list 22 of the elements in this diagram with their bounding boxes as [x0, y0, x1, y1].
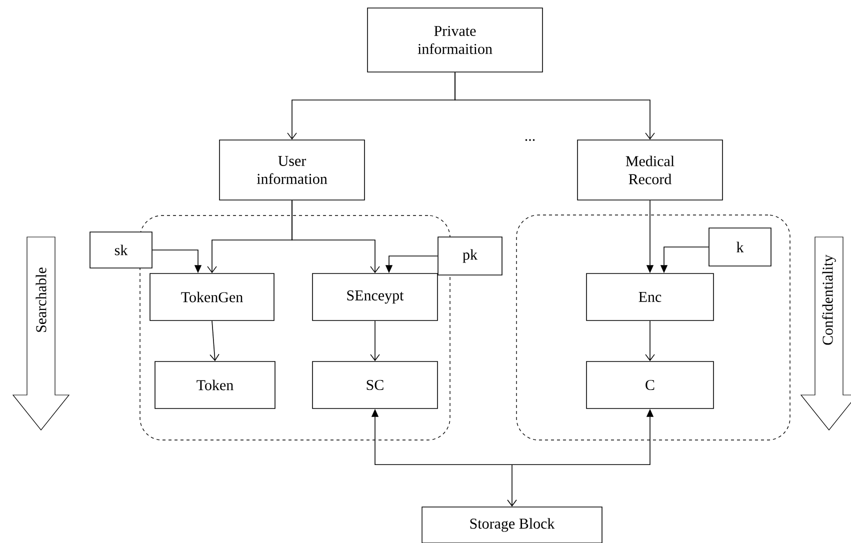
- process-box: Medical Record: [577, 140, 723, 200]
- arrow: [292, 200, 380, 274]
- process-box: Private informaition: [367, 8, 543, 72]
- process-box: User information: [219, 140, 365, 200]
- process-box: TokenGen: [150, 273, 274, 321]
- process-box: k: [708, 228, 772, 266]
- process-box: sk: [90, 232, 152, 268]
- process-box: Enc: [586, 273, 714, 321]
- dashed-group-box: [516, 214, 790, 440]
- arrow: [645, 320, 655, 362]
- process-box: Storage Block: [422, 506, 602, 543]
- process-box: SEnceypt: [312, 273, 438, 321]
- arrow: [507, 464, 517, 507]
- arrow: [370, 320, 380, 362]
- process-box: Token: [154, 361, 276, 409]
- dashed-group-box: [140, 215, 450, 440]
- arrow: [210, 320, 220, 362]
- process-box: C: [586, 361, 714, 409]
- process-box: SC: [312, 361, 438, 409]
- process-box: pk: [438, 236, 502, 276]
- ellipsis-label: ...: [525, 139, 535, 141]
- arrow: [454, 72, 655, 140]
